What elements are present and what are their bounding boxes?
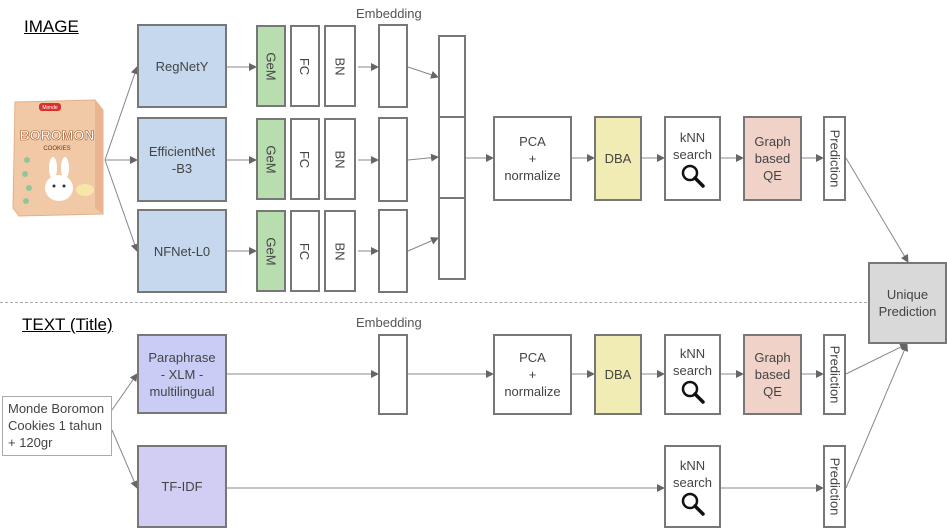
fc-label: FC xyxy=(297,57,313,75)
graph-qe-box-text: Graph based QE xyxy=(743,334,802,415)
regnety-box: RegNetY xyxy=(137,24,227,108)
image-section-title: IMAGE xyxy=(24,17,79,36)
dba-box-text: DBA xyxy=(594,334,642,415)
bn-label: BN xyxy=(332,149,348,169)
embedding-label-image: Embedding xyxy=(356,6,422,21)
embedding-box-1 xyxy=(378,24,408,108)
fc-label: FC xyxy=(297,242,313,260)
gem-layer-3: GeM xyxy=(256,210,286,292)
bn-label: BN xyxy=(332,56,348,76)
product-box-image: Monde BOROMON COOKIES xyxy=(12,99,104,217)
gem-layer-2: GeM xyxy=(256,118,286,200)
fc-layer-3: FC xyxy=(290,210,320,292)
prediction-label: Prediction xyxy=(827,345,842,404)
bn-layer-2: BN xyxy=(324,118,356,200)
prediction-box-tfidf: Prediction xyxy=(823,445,846,528)
knn-label: kNN search xyxy=(672,457,713,490)
concat-embedding-2 xyxy=(438,116,466,199)
tfidf-box: TF-IDF xyxy=(137,445,227,528)
knn-label: kNN search xyxy=(672,345,713,378)
unique-prediction-box: Unique Prediction xyxy=(868,262,947,344)
fc-layer-2: FC xyxy=(290,118,320,200)
bn-layer-1: BN xyxy=(324,25,356,107)
fc-label: FC xyxy=(297,150,313,168)
prediction-label: Prediction xyxy=(827,129,842,188)
fc-layer-1: FC xyxy=(290,25,320,107)
efficientnet-b3-box: EfficientNet -B3 xyxy=(137,117,227,202)
text-section-title: TEXT (Title) xyxy=(22,315,113,334)
title-text-input: Monde Boromon Cookies 1 tahun + 120gr xyxy=(2,396,112,456)
product-brand: BOROMON xyxy=(20,127,95,143)
gem-layer-1: GeM xyxy=(256,25,286,107)
gem-label: GeM xyxy=(263,51,279,81)
prediction-box-text: Prediction xyxy=(823,334,846,415)
knn-label: kNN search xyxy=(672,129,713,162)
bn-layer-3: BN xyxy=(324,210,356,292)
product-top-label: Monde xyxy=(42,105,58,111)
knn-search-box-text: kNN search xyxy=(664,334,721,415)
graph-qe-box-image: Graph based QE xyxy=(743,116,802,201)
prediction-box-image: Prediction xyxy=(823,116,846,201)
embedding-box-2 xyxy=(378,117,408,202)
knn-search-box-image: kNN search xyxy=(664,116,721,201)
magnifier-icon xyxy=(681,164,705,188)
product-sub: COOKIES xyxy=(43,146,70,152)
bn-label: BN xyxy=(332,241,348,261)
dba-box-image: DBA xyxy=(594,116,642,201)
prediction-label: Prediction xyxy=(827,457,842,516)
concat-embedding-3 xyxy=(438,197,466,280)
concat-embedding-1 xyxy=(438,35,466,118)
embedding-box-text xyxy=(378,334,408,415)
section-divider xyxy=(0,302,947,303)
embedding-label-text: Embedding xyxy=(356,315,422,330)
magnifier-icon xyxy=(681,492,705,516)
paraphrase-xlm-box: Paraphrase - XLM - multilingual xyxy=(137,334,227,414)
magnifier-icon xyxy=(681,380,705,404)
knn-search-box-tfidf: kNN search xyxy=(664,445,721,528)
gem-label: GeM xyxy=(263,236,279,266)
pca-normalize-box-text: PCA + normalize xyxy=(493,334,572,415)
embedding-box-3 xyxy=(378,209,408,293)
pca-normalize-box-image: PCA + normalize xyxy=(493,116,572,201)
nfnet-l0-box: NFNet-L0 xyxy=(137,209,227,293)
gem-label: GeM xyxy=(263,144,279,174)
